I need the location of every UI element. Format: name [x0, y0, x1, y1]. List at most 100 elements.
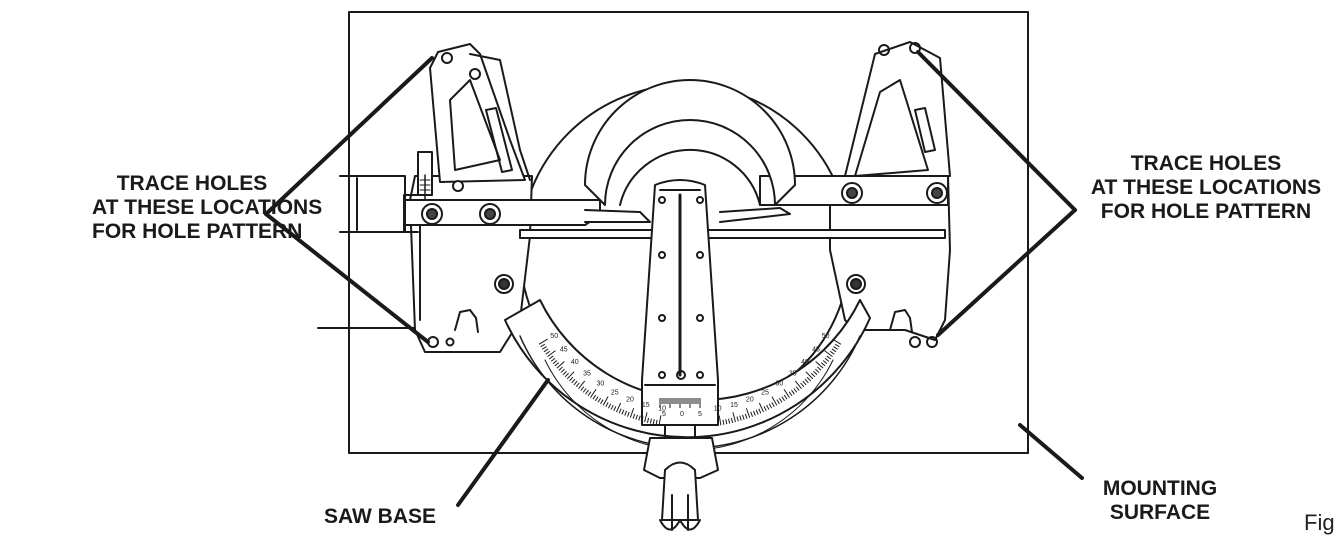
- scale-number: 40: [571, 359, 579, 366]
- scale-tick: [569, 376, 574, 382]
- scale-tick: [564, 372, 569, 378]
- scale-tick: [826, 355, 832, 360]
- scale-tick: [613, 406, 617, 412]
- scale-tick: [655, 419, 658, 425]
- scale-number: 0: [680, 411, 684, 418]
- scale-number: 15: [642, 402, 650, 409]
- leader-lines: [264, 50, 1084, 507]
- scale-tick: [831, 348, 837, 353]
- scale-tick: [742, 414, 745, 420]
- scale-tick: [562, 370, 567, 376]
- scale-tick: [578, 380, 586, 390]
- scale-tick: [739, 415, 742, 421]
- scale-tick: [800, 382, 805, 388]
- scale-tick: [646, 417, 650, 423]
- scale-number: 25: [611, 389, 619, 396]
- scale-tick: [722, 419, 725, 425]
- scale-tick: [758, 402, 764, 413]
- scale-tick: [621, 409, 625, 415]
- scale-tick: [627, 411, 630, 417]
- scale-tick: [745, 408, 751, 418]
- miter-knob: [661, 461, 699, 521]
- scale-tick: [771, 402, 775, 408]
- callout-line: SAW BASE: [323, 505, 436, 528]
- scale-tick: [597, 397, 602, 403]
- scale-tick: [560, 368, 565, 373]
- scale-tick: [610, 404, 614, 410]
- trace-holes-right-callout: TRACE HOLES AT THESE LOCATIONS FOR HOLE …: [1086, 152, 1326, 224]
- scale-tick: [552, 360, 558, 365]
- scale-tick: [758, 408, 762, 414]
- callout-line: TRACE HOLES: [116, 172, 268, 195]
- scale-tick: [744, 413, 748, 419]
- callout-line: AT THESE LOCATIONS: [92, 196, 323, 219]
- scale-tick: [815, 361, 824, 369]
- scale-tick: [595, 396, 599, 402]
- scale-tick: [824, 350, 833, 358]
- scale-number: 20: [626, 396, 634, 403]
- saw-base-callout: SAW BASE: [300, 505, 460, 529]
- scale-tick: [635, 414, 638, 420]
- scale-tick: [602, 396, 609, 406]
- scale-tick: [820, 362, 826, 367]
- scale-number: 5: [662, 411, 666, 418]
- scale-number: 35: [583, 371, 591, 378]
- scale-tick: [802, 380, 807, 386]
- scale-tick: [607, 403, 612, 409]
- scale-tick: [543, 348, 549, 353]
- scale-tick: [571, 378, 576, 384]
- blade-guard: [584, 79, 796, 206]
- scale-tick: [817, 366, 822, 371]
- callout-line: TRACE HOLES: [1130, 152, 1282, 175]
- scale-tick: [791, 389, 795, 395]
- scale-tick: [566, 371, 575, 380]
- scale-number: 45: [560, 347, 568, 354]
- scale-tick: [624, 410, 628, 416]
- scale-tick: [776, 399, 780, 405]
- scale-tick: [778, 397, 783, 403]
- scale-tick: [768, 403, 773, 409]
- scale-tick: [833, 346, 838, 350]
- scale-tick: [548, 355, 554, 360]
- scale-tick: [728, 418, 731, 424]
- scale-tick: [590, 388, 597, 398]
- scale-tick: [783, 394, 788, 400]
- scale-tick: [752, 410, 756, 416]
- scale-tick: [658, 415, 662, 426]
- callout-line: FOR HOLE PATTERN: [1100, 200, 1312, 223]
- scale-tick: [725, 419, 728, 425]
- scale-tick: [550, 357, 556, 362]
- scale-tick: [592, 394, 597, 400]
- miter-lock-handle: [643, 437, 719, 479]
- callout-line: SURFACE: [1109, 501, 1211, 524]
- scale-tick: [585, 389, 589, 395]
- scale-number: 50: [822, 333, 830, 340]
- scale-tick: [573, 380, 578, 386]
- scale-tick: [632, 413, 636, 419]
- scale-number: 15: [730, 402, 738, 409]
- scale-tick: [771, 396, 778, 406]
- scale-number: 45: [812, 347, 820, 354]
- scale-tick: [766, 404, 770, 410]
- scale-tick: [793, 388, 798, 393]
- scale-tick: [822, 360, 828, 365]
- scale-tick: [795, 386, 800, 391]
- scale-number: 10: [714, 406, 722, 413]
- scale-tick: [638, 415, 641, 421]
- scale-tick: [781, 396, 785, 402]
- scale-tick: [815, 368, 820, 373]
- scale-tick: [644, 412, 648, 423]
- scale-tick: [794, 380, 802, 390]
- scale-tick: [629, 408, 635, 418]
- scale-tick: [538, 338, 548, 345]
- scale-tick: [542, 346, 547, 350]
- scale-tick: [649, 418, 652, 424]
- scale-number: 40: [801, 359, 809, 366]
- scale-tick: [755, 409, 759, 415]
- callout-line: MOUNTING: [1102, 477, 1218, 500]
- scale-tick: [547, 350, 556, 358]
- scale-tick: [600, 399, 604, 405]
- scale-tick: [829, 350, 835, 355]
